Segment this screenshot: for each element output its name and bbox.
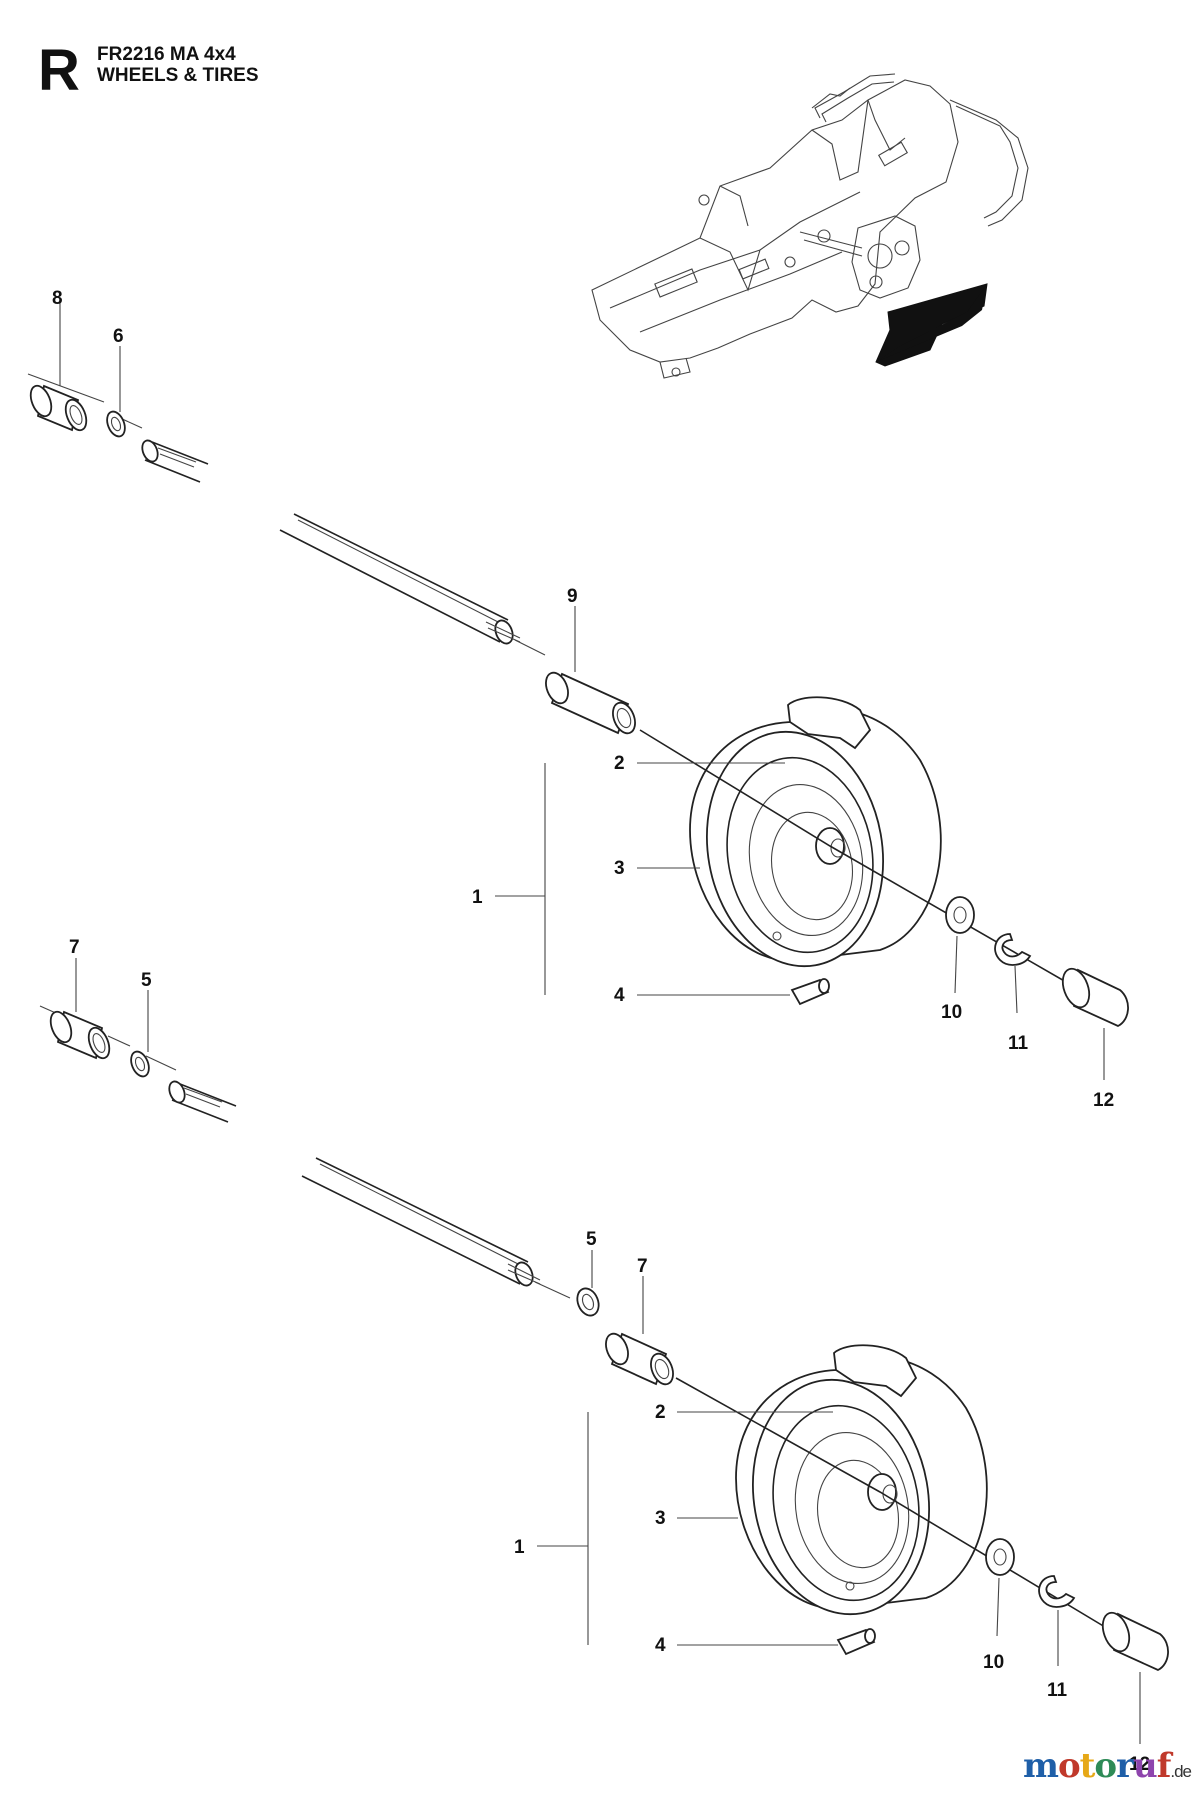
callout-label: 2 [614,753,625,774]
section-letter: R [38,38,80,103]
front-wheel-assembly-upper [27,300,1129,1080]
callouts-upper: 8 6 9 2 3 1 4 10 11 12 [52,288,1114,1111]
watermark-letter: f [1156,1746,1172,1786]
valve-stem-4-lower [836,1628,876,1656]
callout-label: 11 [1047,1680,1068,1701]
watermark-letter: m [1022,1746,1059,1786]
washer-10 [945,896,975,934]
watermark-letter: r [1116,1746,1134,1786]
callout-label: 7 [637,1256,648,1277]
end-cap-12 [1061,967,1129,1027]
model-name: FR2216 MA 4x4 [97,44,236,65]
callout-label: 11 [1008,1033,1029,1054]
callout-label: 2 [655,1402,666,1423]
end-cap-12-lower [1101,1611,1169,1671]
rear-wheel-assembly-lower [39,958,1169,1744]
callout-label: 9 [567,586,578,607]
callouts-lower: 7 5 5 7 2 3 1 4 10 11 12 [69,937,1150,1775]
chassis-locator-view [591,73,1029,379]
watermark-letter: o [1094,1746,1117,1786]
bushing-7-outer [605,1332,674,1386]
callout-label: 10 [983,1652,1004,1673]
callout-label: 10 [941,1002,962,1023]
spacer-9 [545,671,636,735]
callout-label: 3 [614,858,625,879]
callout-label: 5 [141,970,152,991]
washer-6 [106,410,126,438]
axle-shaft-upper [27,373,546,656]
watermark-domain-suffix: .de [1170,1762,1192,1781]
watermark-letter: o [1057,1746,1081,1786]
washer-5-inner [130,1050,150,1078]
washer-5-outer [576,1287,600,1317]
wheel-tire-lower [735,1344,988,1616]
callout-label: 8 [52,288,63,309]
watermark-letter: t [1079,1746,1096,1786]
callout-label: 1 [472,887,483,908]
bushing-8 [29,384,88,432]
callout-label: 7 [69,937,80,958]
callout-label: 4 [655,1635,666,1656]
callout-label: 4 [614,985,625,1006]
arrow-body [876,284,987,362]
bushing-7-inner [49,1010,111,1060]
wheel-tire-upper [689,696,942,968]
valve-stem-4 [790,978,830,1006]
washer-10-lower [985,1538,1015,1576]
clip-11 [994,933,1032,966]
callout-label: 3 [655,1508,666,1529]
diagram-title-block: FR2216 MA 4x4 WHEELS & TIRES [97,44,259,86]
watermark-letter: u [1132,1746,1158,1786]
callout-label: 12 [1129,1754,1150,1775]
callout-label: 12 [1093,1090,1114,1111]
callout-label: 5 [586,1229,597,1250]
clip-11-lower [1038,1575,1076,1608]
axle-shaft-lower [39,1005,571,1299]
diagram-title: WHEELS & TIRES [97,65,259,86]
callout-label: 6 [113,326,124,347]
site-watermark-logo: motoruf.de [1022,1746,1192,1786]
callout-label: 1 [514,1537,525,1558]
